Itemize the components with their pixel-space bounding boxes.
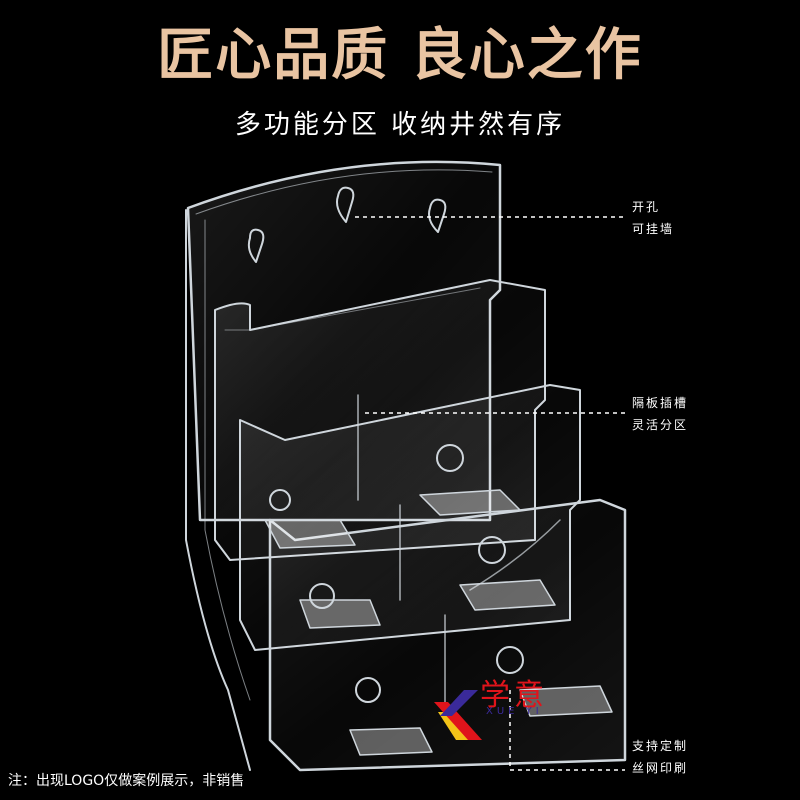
logo-x-purple <box>440 690 478 716</box>
headline: 匠心品质 良心之作 <box>157 23 643 88</box>
subline: 多功能分区 收纳井然有序 <box>234 110 566 140</box>
callout-hang: 开孔 可挂墙 <box>632 196 674 240</box>
tier-3-front <box>268 498 627 772</box>
side-profile <box>185 209 251 771</box>
callout-print-line2: 丝网印刷 <box>632 761 689 775</box>
callout-hang-line2: 可挂墙 <box>632 222 675 236</box>
keyhole-holes <box>247 186 447 263</box>
callout-divider-line1: 隔板插槽 <box>632 396 689 410</box>
callout-divider-line2: 灵活分区 <box>632 418 689 432</box>
callout-lines <box>355 216 625 771</box>
callout-divider: 隔板插槽 灵活分区 <box>632 392 688 436</box>
footnote: 注：出现LOGO仅做案例展示，非销售 <box>8 773 245 789</box>
logo-brand-text: 学意 <box>480 678 548 713</box>
logo-pinyin-text: XUE YI <box>486 706 543 717</box>
callout-print: 支持定制 丝网印刷 <box>632 735 688 779</box>
round-holes <box>269 444 524 703</box>
callout-hang-line1: 开孔 <box>632 200 661 214</box>
callout-print-line1: 支持定制 <box>632 739 689 753</box>
xueyi-logo <box>434 690 482 740</box>
divider-slots <box>357 394 446 716</box>
